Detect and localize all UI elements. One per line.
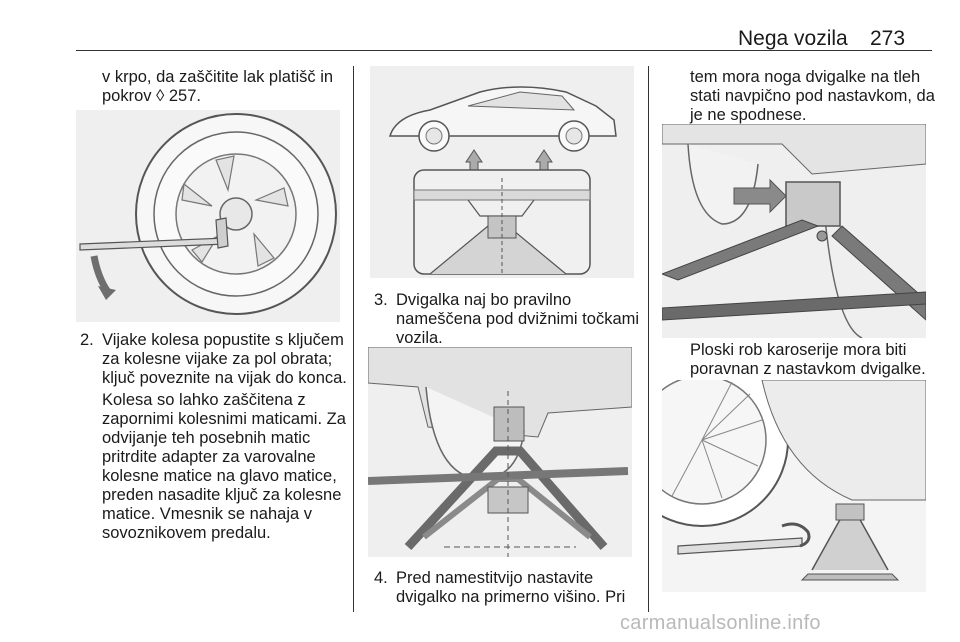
step-2-line-3: ključ poveznite na vijak do konca. — [102, 369, 347, 387]
step-2-number: 2. — [80, 331, 94, 349]
note-line-2: zapornimi kolesnimi maticami. Za — [102, 410, 346, 428]
continued-line-1: tem mora noga dvigalke na tleh — [690, 68, 921, 86]
watermark-text: carmanualsonline.info — [620, 612, 821, 634]
figure-car-lifting-points — [370, 66, 634, 278]
note-line-3: odvijanje teh posebnih matic — [102, 429, 311, 447]
figure-wheel-wrench — [76, 110, 340, 322]
figure-jack-under-car — [662, 380, 926, 592]
page-header-title: Nega vozila — [738, 27, 848, 50]
step-3-number: 3. — [374, 291, 388, 309]
note-line-5: kolesne matice na glavo matice, — [102, 467, 337, 485]
note-line-6: preden nasadite ključ za kolesne — [102, 486, 342, 504]
note-line-1: Kolesa so lahko zaščitena z — [102, 391, 306, 409]
step-4-line-1: Pred namestitvijo nastavite — [396, 569, 594, 587]
note-line-7: matice. Vmesnik se nahaja v — [102, 505, 313, 523]
step-2-line-2: za kolesne vijake za pol obrata; — [102, 350, 333, 368]
figure-jack-head-closeup — [662, 124, 926, 338]
intro-line-1: v krpo, da zaščitite lak platišč in — [102, 68, 334, 86]
step-3-line-2: nameščena pod dvižnimi točkami — [396, 310, 640, 328]
continued-line-3: je ne spodnese. — [690, 106, 807, 124]
step-4-number: 4. — [374, 569, 388, 587]
body-note-line-1: Ploski rob karoserije mora biti — [690, 341, 907, 359]
step-4-line-2: dvigalko na primerno višino. Pri — [396, 588, 626, 606]
column-divider-left — [353, 66, 354, 612]
header-divider — [76, 50, 932, 51]
intro-line-2: pokrov ◊ 257. — [102, 87, 201, 105]
body-note-line-2: poravnan z nastavkom dvigalke. — [690, 360, 926, 378]
note-line-8: sovoznikovem predalu. — [102, 524, 271, 542]
step-3-line-3: vozila. — [396, 329, 443, 347]
step-3-line-1: Dvigalka naj bo pravilno — [396, 291, 572, 309]
figure-jack-positioning — [368, 347, 632, 557]
continued-line-2: stati navpično pod nastavkom, da — [690, 87, 935, 105]
note-line-4: pritrdite adapter za varovalne — [102, 448, 316, 466]
column-divider-right — [648, 66, 649, 612]
page-number: 273 — [870, 27, 906, 50]
step-2-line-1: Vijake kolesa popustite s ključem — [102, 331, 344, 349]
